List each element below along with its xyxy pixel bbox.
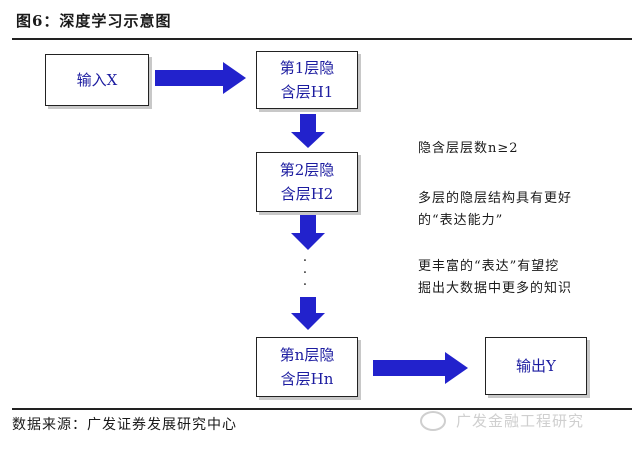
arrow-input-to-h1	[155, 62, 246, 94]
note-layer-count: 隐含层层数n≥2	[418, 138, 519, 160]
output-node-label: 输出Y	[516, 357, 556, 375]
hn-label-line2: 含层Hn	[280, 370, 334, 388]
hidden-layer-2-node: 第2层隐 含层H2	[256, 152, 358, 212]
hn-label-line1: 第n层隐	[279, 346, 335, 364]
h1-label-line1: 第1层隐	[279, 59, 335, 77]
note-2-line1: 多层的隐层结构具有更好	[418, 191, 573, 206]
h2-label-line1: 第2层隐	[279, 161, 335, 179]
bottom-rule	[12, 408, 632, 410]
ellipsis-dots: · · ·	[302, 253, 308, 293]
watermark-text: 广发金融工程研究	[456, 412, 585, 430]
note-3-line2: 掘出大数据中更多的知识	[418, 281, 573, 296]
h2-label-line2: 含层H2	[280, 185, 334, 203]
note-2-line2: 的“表达能力”	[418, 213, 504, 228]
note-big-data: 更丰富的“表达”有望挖 掘出大数据中更多的知识	[418, 256, 572, 300]
input-node-label: 输入X	[76, 71, 118, 89]
note-1-line1: 隐含层层数n≥2	[418, 141, 519, 156]
arrow-dots-to-hn	[291, 297, 325, 330]
output-node: 输出Y	[485, 337, 587, 395]
figure-title: 图6：深度学习示意图	[16, 12, 172, 30]
input-node: 输入X	[45, 54, 149, 106]
note-expressiveness: 多层的隐层结构具有更好 的“表达能力”	[418, 188, 572, 232]
wechat-icon	[420, 410, 446, 431]
h1-label-line2: 含层H1	[280, 83, 334, 101]
arrow-hn-to-output	[373, 352, 468, 384]
hidden-layer-n-node: 第n层隐 含层Hn	[256, 337, 358, 397]
source-caption: 数据来源：广发证券发展研究中心	[12, 417, 237, 433]
arrow-h1-to-h2	[291, 114, 325, 148]
hidden-layer-1-node: 第1层隐 含层H1	[256, 51, 358, 109]
arrow-h2-to-dots	[291, 215, 325, 250]
watermark: 广发金融工程研究	[420, 410, 584, 431]
top-rule	[12, 38, 632, 40]
note-3-line1: 更丰富的“表达”有望挖	[418, 259, 560, 274]
